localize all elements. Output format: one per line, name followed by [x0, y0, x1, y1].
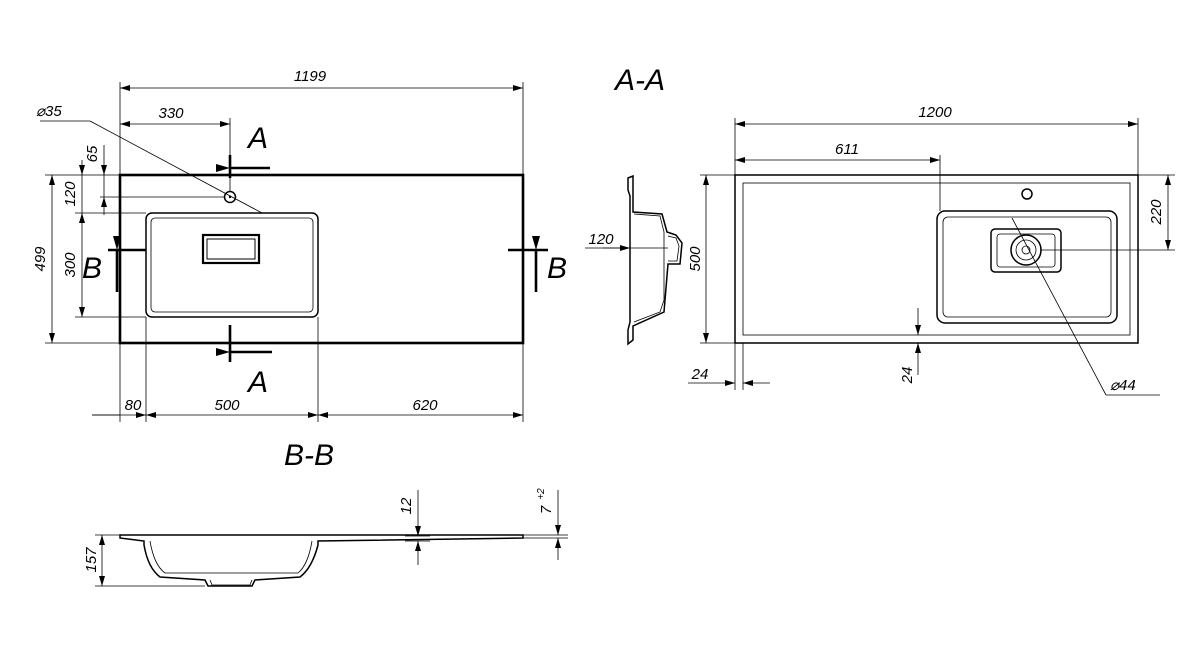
aa-label-overall-width: 1200	[918, 104, 952, 121]
label-drain-offset: 120	[588, 231, 614, 248]
aa-tap-hole	[1021, 188, 1033, 200]
label-left-margin: 80	[125, 397, 142, 414]
label-tap-from-edge: 65	[84, 145, 101, 162]
label-bowl-depth: 300	[62, 252, 79, 278]
cut-letter-a-bottom: A	[246, 366, 268, 399]
countertop-outline	[118, 173, 525, 345]
label-right-shelf: 620	[412, 397, 438, 414]
section-aa-title: A-A	[613, 64, 665, 97]
bb-label-slab-thickness: 12	[398, 497, 415, 514]
aa-countertop-inner	[742, 182, 1131, 336]
aa-leader-drain-diameter	[1011, 217, 1107, 396]
aa-bowl-inner	[942, 216, 1112, 318]
label-bowl-width: 500	[214, 397, 240, 414]
aa-drain	[1010, 234, 1042, 266]
label-overall-depth: 499	[32, 246, 49, 272]
overflow-slot	[201, 233, 261, 265]
aa-label-overall-depth: 500	[687, 246, 704, 272]
section-bb-title: B-B	[284, 439, 334, 472]
bb-slab	[119, 534, 524, 587]
label-tap-offset: 330	[158, 105, 184, 122]
label-overall-width: 1199	[294, 68, 327, 85]
section-aa-view: A-A	[613, 64, 1175, 396]
tap-hole	[223, 190, 237, 204]
cut-letter-a-top: A	[246, 122, 268, 155]
aa-countertop-outline	[734, 174, 1139, 344]
bb-label-rim-height: 7	[538, 505, 555, 514]
section-bb-view: B-B 157 12 7 +2	[83, 439, 568, 587]
label-tap-hole-diameter: ⌀35	[36, 103, 62, 120]
side-view: 120	[585, 174, 683, 346]
plan-view: 1199 330 ⌀35 65 120 300 499 80 500 620 A…	[32, 68, 567, 422]
aa-bowl-outer	[936, 210, 1118, 324]
cut-letter-b-left: B	[82, 252, 102, 285]
side-profile	[627, 174, 683, 346]
aa-label-drain-diameter: ⌀44	[1110, 377, 1136, 394]
bowl-outer	[145, 212, 319, 318]
aa-label-tap-to-bowl: 220	[1148, 199, 1165, 226]
bb-label-rim-tolerance: +2	[536, 488, 547, 500]
aa-label-edge-bottom: 24	[899, 367, 916, 385]
label-bowl-from-edge: 120	[62, 181, 79, 207]
aa-label-bowl-offset: 611	[835, 141, 859, 158]
bb-label-total-height: 157	[83, 547, 100, 573]
section-cut-bb	[108, 236, 548, 292]
cut-letter-b-right: B	[547, 252, 567, 285]
aa-drain-outer	[990, 228, 1062, 273]
overflow-slot-inner	[206, 238, 256, 260]
bowl-inner	[150, 217, 314, 313]
section-cut-aa	[216, 155, 272, 362]
aa-label-edge-left: 24	[691, 366, 709, 383]
